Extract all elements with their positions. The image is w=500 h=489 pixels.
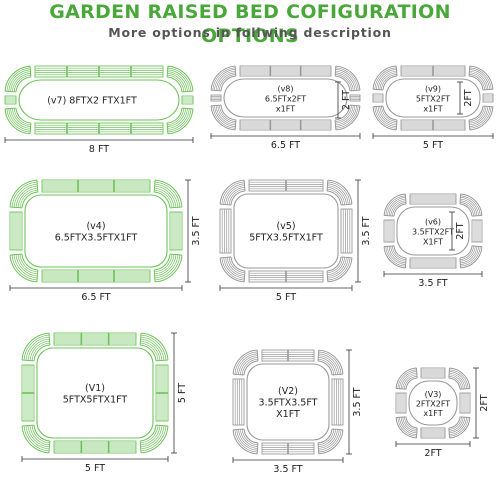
bed-label: 5FTX2FT (416, 95, 450, 104)
bed-label: 3.5FTX3.5FT (259, 398, 318, 409)
bed-interior (18, 79, 180, 121)
height-dimension: 2FT (463, 89, 474, 106)
bed-v7: (v7) 8FTX2 FTX1FT 8 FT (4, 65, 194, 155)
bed-label: 5FTX3.5FTX1FT (249, 232, 323, 243)
bed-interior (408, 380, 458, 426)
bed-label: (V3) (425, 390, 442, 399)
width-dimension: 5 FT (85, 463, 105, 474)
bed-label: x1FT (423, 105, 442, 114)
bed-label: (v9) (425, 85, 441, 94)
bed-label: (V1) (85, 383, 105, 394)
bed-label: (v7) 8FTX2 FTX1FT (47, 96, 137, 107)
height-dimension: 5 FT (177, 383, 188, 403)
bed-label: (v6) (425, 218, 441, 227)
height-dimension: 2FT (455, 222, 466, 239)
width-dimension: 3.5 FT (418, 278, 447, 289)
bed-interior (385, 78, 481, 118)
bed-interior (24, 194, 168, 268)
bed-label: (v8) (277, 85, 293, 94)
bed-label: (V2) (278, 386, 298, 397)
bed-label: x1FT (423, 409, 442, 418)
bed-v5: (v5)5FTX3.5FTX1FT 5 FT 3.5 FT (219, 179, 372, 303)
height-dimension: 2FT (479, 394, 490, 411)
width-dimension: 5 FT (276, 292, 296, 303)
bed-interior (36, 347, 154, 439)
width-dimension: 2FT (424, 448, 441, 459)
width-dimension: 8 FT (89, 144, 109, 155)
bed-label: X1FT (276, 409, 300, 420)
page-subtitle: More options in follwing description (108, 25, 392, 40)
height-dimension: 3.5 FT (352, 387, 363, 416)
bed-label: (v5) (276, 221, 295, 232)
page-title: GARDEN RAISED BED COFIGURATION OPTIONS (49, 1, 451, 47)
bed-label: X1FT (423, 238, 443, 247)
bed-interior (223, 78, 348, 118)
bed-v1: (V1)5FTX5FTX1FT 5 FT 5 FT (21, 332, 188, 474)
bed-interior (246, 363, 330, 441)
bed-label: 3.5FTX2FT (412, 228, 454, 237)
width-dimension: 5 FT (423, 140, 443, 151)
height-dimension: 3.5 FT (191, 216, 202, 245)
height-dimension: 3.5 FT (361, 216, 372, 245)
height-dimension: 2 FT (341, 90, 352, 110)
bed-interior (396, 206, 470, 256)
bed-interior (233, 193, 339, 269)
bed-label: x1FT (276, 105, 295, 114)
bed-label: 5FTX5FTX1FT (63, 394, 128, 405)
width-dimension: 6.5 FT (81, 292, 110, 303)
bed-v2: (V2)3.5FTX3.5FTX1FT 3.5 FT 3.5 FT (232, 349, 363, 475)
width-dimension: 6.5 FT (271, 140, 300, 151)
bed-label: (v4) (86, 221, 105, 232)
bed-label: 6.5FTx2FT (265, 95, 306, 104)
bed-label: 6.5FTX3.5FTX1FT (55, 232, 138, 243)
width-dimension: 3.5 FT (273, 464, 302, 475)
bed-v4: (v4)6.5FTX3.5FTX1FT 6.5 FT 3.5 FT (9, 179, 202, 303)
bed-label: 2FTX2FT (416, 400, 450, 409)
